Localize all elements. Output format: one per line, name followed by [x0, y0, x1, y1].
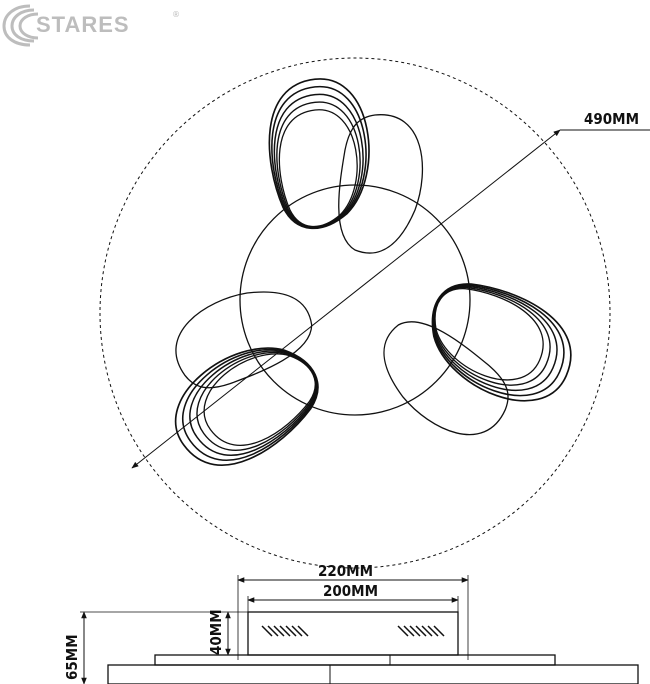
- lamp-plate-mid: [154, 654, 556, 666]
- brand-name: STARES: [36, 12, 130, 37]
- lamp-body: [247, 611, 459, 656]
- vent-slots-right: [397, 625, 445, 637]
- arm-left: [155, 264, 337, 486]
- top-view: [99, 57, 650, 569]
- vent-slots-left: [261, 625, 309, 637]
- logo-swirl-icon: [2, 4, 39, 47]
- center-base-disc: [239, 184, 471, 416]
- diameter-label: 490MM: [584, 110, 639, 128]
- diameter-dimension-line: [131, 129, 561, 469]
- arm-right: [361, 260, 591, 452]
- side-view: [80, 575, 639, 684]
- arm-top: [268, 78, 424, 254]
- total-height-label: 65MM: [63, 634, 81, 680]
- inner-width-label: 200MM: [323, 582, 378, 600]
- brand-logo: STARES ®: [2, 4, 180, 47]
- outer-diameter-circle: [99, 57, 611, 569]
- lamp-plate-bottom: [107, 664, 639, 684]
- outer-width-label: 220MM: [318, 562, 373, 580]
- registered-mark: ®: [172, 10, 180, 19]
- body-height-label: 40MM: [207, 609, 225, 655]
